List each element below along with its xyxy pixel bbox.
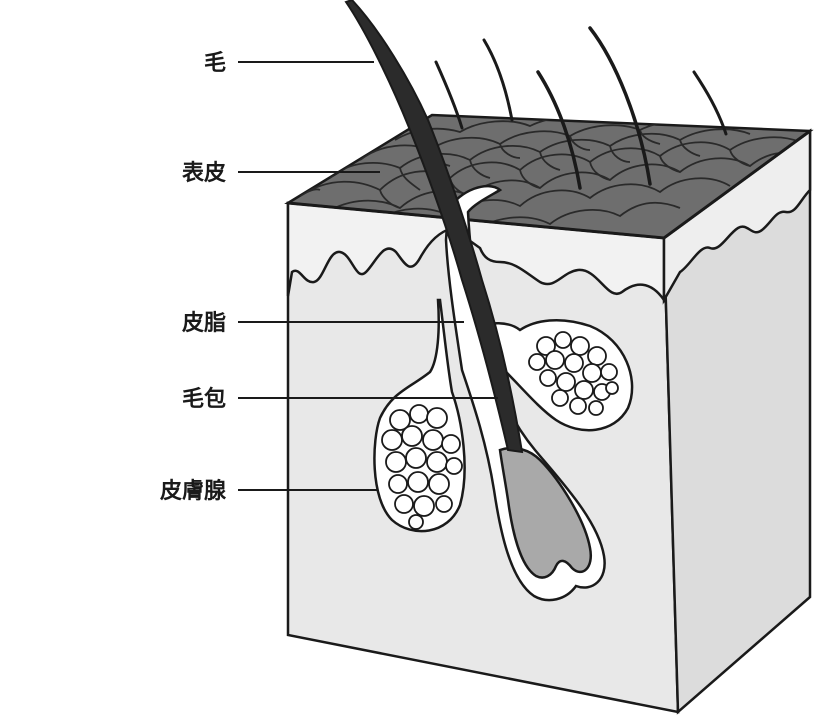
surface-edge [287, 129, 811, 240]
hair-shaft [344, 0, 524, 454]
epidermis-band-side [662, 128, 812, 305]
hair-bulb [498, 446, 593, 579]
sebaceous-gland-right [468, 319, 634, 432]
leader-lines [238, 61, 498, 491]
surface-hairs [434, 26, 728, 190]
label-hair: 毛 [204, 51, 226, 76]
gland-cells-right [528, 331, 619, 416]
label-epidermis: 表皮 [182, 160, 226, 186]
sebaceous-gland-left [373, 298, 466, 533]
epidermis-band [286, 201, 666, 304]
gland-cells-left [381, 404, 463, 530]
label-follicle: 毛包 [182, 386, 226, 412]
label-sebum: 皮脂 [182, 310, 226, 336]
label-sebaceous-gland: 皮膚腺 [160, 478, 227, 504]
